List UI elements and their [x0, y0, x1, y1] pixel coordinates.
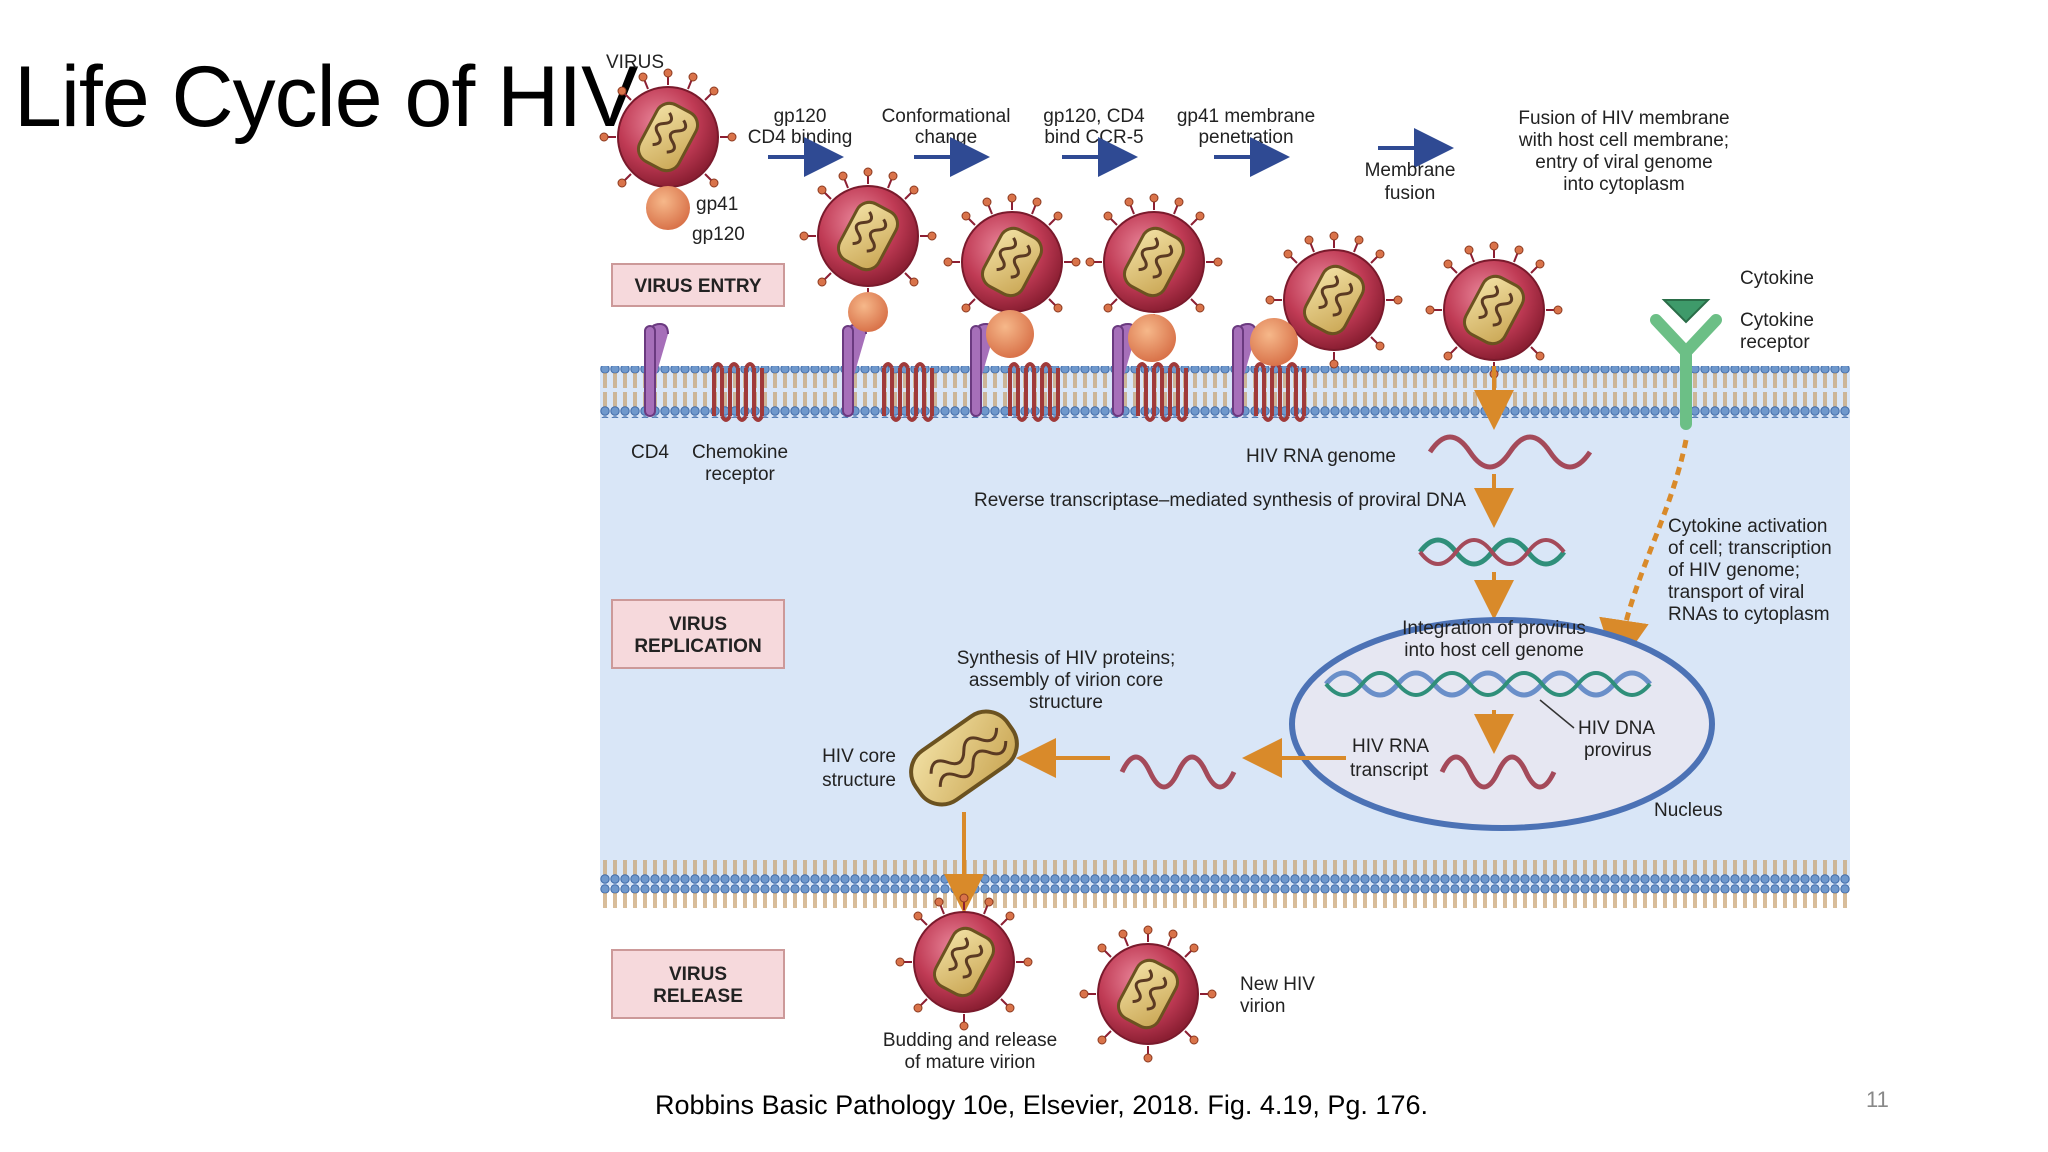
fusion-desc-2: with host cell membrane;	[1518, 130, 1729, 151]
stage-box-replication	[611, 599, 785, 669]
virus-label: VIRUS	[606, 52, 664, 73]
step1-label-b: CD4 binding	[748, 127, 853, 148]
dna-provirus-label-a: HIV DNA	[1578, 718, 1655, 739]
new-virion	[1078, 924, 1218, 1064]
gp120-bound-4	[1250, 318, 1298, 366]
core-label-b: structure	[822, 770, 896, 791]
cytokine-activation-5: RNAs to cytoplasm	[1668, 604, 1830, 625]
rna-transcript-label-b: transcript	[1350, 760, 1429, 781]
host-genome-dna-strand-2	[1324, 671, 1652, 697]
fusion-desc-1: Fusion of HIV membrane	[1518, 108, 1729, 129]
step2-label-b: change	[915, 127, 977, 148]
integration-label-b: into host cell genome	[1404, 640, 1584, 661]
synthesis-label-c: structure	[1029, 692, 1103, 713]
cd4-label: CD4	[631, 442, 669, 463]
budding-virion	[894, 892, 1034, 1032]
step3-label-a: gp120, CD4	[1043, 106, 1145, 127]
cytokine-receptor-label-b: receptor	[1740, 332, 1810, 353]
cytokine-activation-1: Cytokine activation	[1668, 516, 1827, 537]
cytokine-label: Cytokine	[1740, 268, 1814, 289]
synthesis-label-a: Synthesis of HIV proteins;	[957, 648, 1176, 669]
fusion-label-b: fusion	[1385, 183, 1436, 204]
virus-binding-3	[1084, 192, 1224, 332]
stage-release-label-2: RELEASE	[653, 986, 743, 1007]
rna-transcript-strand	[1439, 754, 1557, 790]
proviral-dna-strand-2	[1418, 538, 1566, 566]
cytokine-receptor	[1650, 314, 1722, 430]
stage-box-entry	[611, 263, 785, 307]
citation: Robbins Basic Pathology 10e, Elsevier, 2…	[655, 1090, 1428, 1120]
step4-label-b: penetration	[1198, 127, 1293, 148]
budding-label-a: Budding and release	[883, 1030, 1057, 1051]
fusion-desc-3: entry of viral genome	[1535, 152, 1712, 173]
stage-entry-label: VIRUS ENTRY	[634, 276, 761, 297]
gp120-bound-3	[1128, 314, 1176, 362]
gp120-bound-2	[986, 310, 1034, 358]
cytokine-molecule	[1661, 299, 1711, 324]
fusion-desc-4: into cytoplasm	[1563, 174, 1684, 195]
dna-provirus-label-b: provirus	[1584, 740, 1652, 761]
dna-provirus-leader	[1539, 699, 1575, 729]
chemokine-label-a: Chemokine	[692, 442, 788, 463]
rna-genome-label: HIV RNA genome	[1246, 446, 1396, 467]
rna-genome-strand	[1427, 434, 1593, 470]
gp120-label: gp120	[692, 224, 745, 245]
new-virion-label-b: virion	[1240, 996, 1285, 1017]
cytokine-activation-2: of cell; transcription	[1668, 538, 1832, 559]
stage-replication-label-2: REPLICATION	[634, 636, 761, 657]
host-genome-dna	[1324, 670, 1652, 698]
chemokine-label-b: receptor	[705, 464, 775, 485]
rt-synthesis-label: Reverse transcriptase–mediated synthesis…	[974, 490, 1466, 511]
virus-fusing	[1424, 240, 1564, 380]
virus-binding-2	[942, 192, 1082, 332]
stage-replication-label-1: VIRUS	[669, 614, 727, 635]
nucleus-label: Nucleus	[1654, 800, 1723, 821]
step4-label-a: gp41 membrane	[1177, 106, 1315, 127]
new-virion-label-a: New HIV	[1240, 974, 1315, 995]
integration-label-a: Integration of provirus	[1402, 618, 1586, 639]
step3-label-b: bind CCR-5	[1044, 127, 1143, 148]
free-virus	[598, 67, 738, 207]
stage-release-label-1: VIRUS	[669, 964, 727, 985]
cytokine-activation-4: transport of viral	[1668, 582, 1804, 603]
gp120-molecule	[646, 186, 690, 230]
cytokine-receptor-label-a: Cytokine	[1740, 310, 1814, 331]
budding-label-b: of mature virion	[905, 1052, 1036, 1073]
core-label-a: HIV core	[822, 746, 896, 767]
step2-label-a: Conformational	[882, 106, 1011, 127]
slide-title: Life Cycle of HIV	[14, 49, 638, 145]
cytokine-signal-path	[1599, 439, 1689, 670]
cytoplasmic-rna	[1119, 754, 1237, 790]
stage-box-release	[611, 949, 785, 1019]
gp120-bound-1	[848, 292, 888, 332]
step1-label-a: gp120	[774, 106, 827, 127]
rna-transcript-label-a: HIV RNA	[1352, 736, 1429, 757]
virus-binding-1	[798, 166, 938, 306]
fusion-label-a: Membrane	[1365, 160, 1456, 181]
page-number: 11	[1866, 1087, 1889, 1112]
cytokine-activation-3: of HIV genome;	[1668, 560, 1800, 581]
hiv-core-structure	[909, 709, 1019, 807]
synthesis-label-b: assembly of virion core	[969, 670, 1163, 691]
gp41-label: gp41	[696, 194, 738, 215]
